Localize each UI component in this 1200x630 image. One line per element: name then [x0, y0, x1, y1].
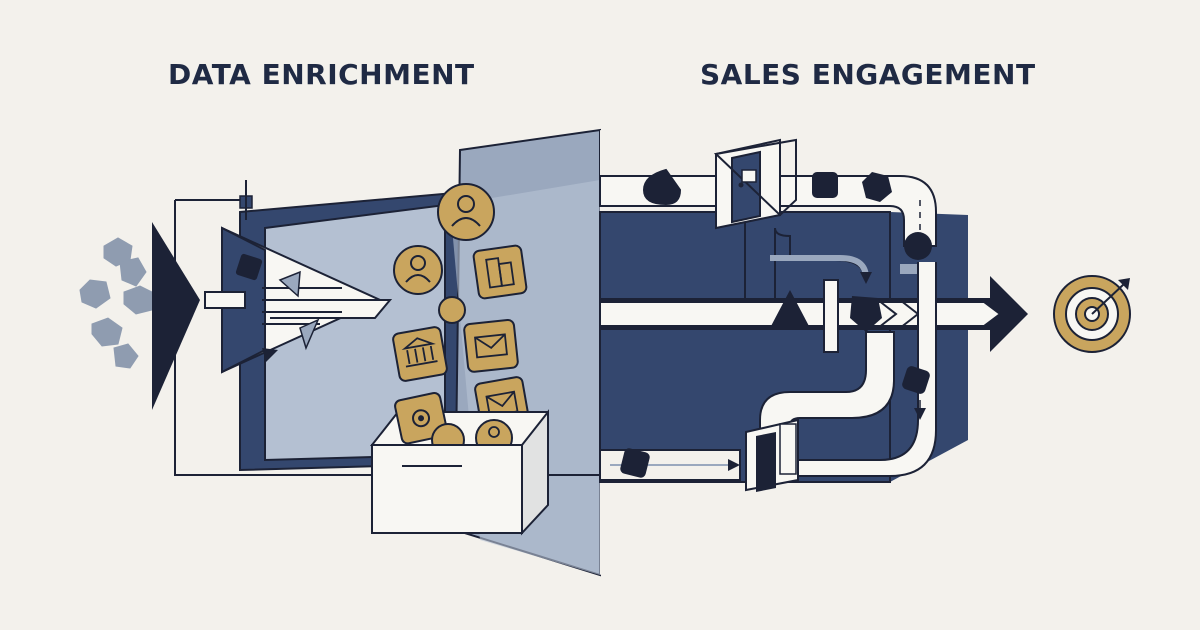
top-track [599, 168, 937, 260]
storage-box-icon [369, 392, 549, 536]
enrichment-tokens [392, 183, 530, 432]
data-enrichment-heading: DATA ENRICHMENT [168, 58, 475, 91]
sales-engagement-heading: SALES ENGAGEMENT [700, 58, 1036, 91]
person-icon [437, 183, 495, 241]
gate-icon [713, 138, 797, 230]
middle-track [744, 206, 928, 353]
gate-icon [745, 418, 799, 492]
building-icon [472, 244, 528, 300]
bank-icon [392, 326, 448, 382]
lead-blob-icon [642, 168, 682, 206]
triangle-icon [770, 290, 810, 328]
coin-icon [438, 296, 466, 324]
funnel-icon [152, 180, 602, 476]
email-icon [463, 319, 519, 373]
raw-data-blob-icon [79, 237, 157, 369]
target-icon [1053, 275, 1131, 353]
person-icon [393, 245, 443, 295]
